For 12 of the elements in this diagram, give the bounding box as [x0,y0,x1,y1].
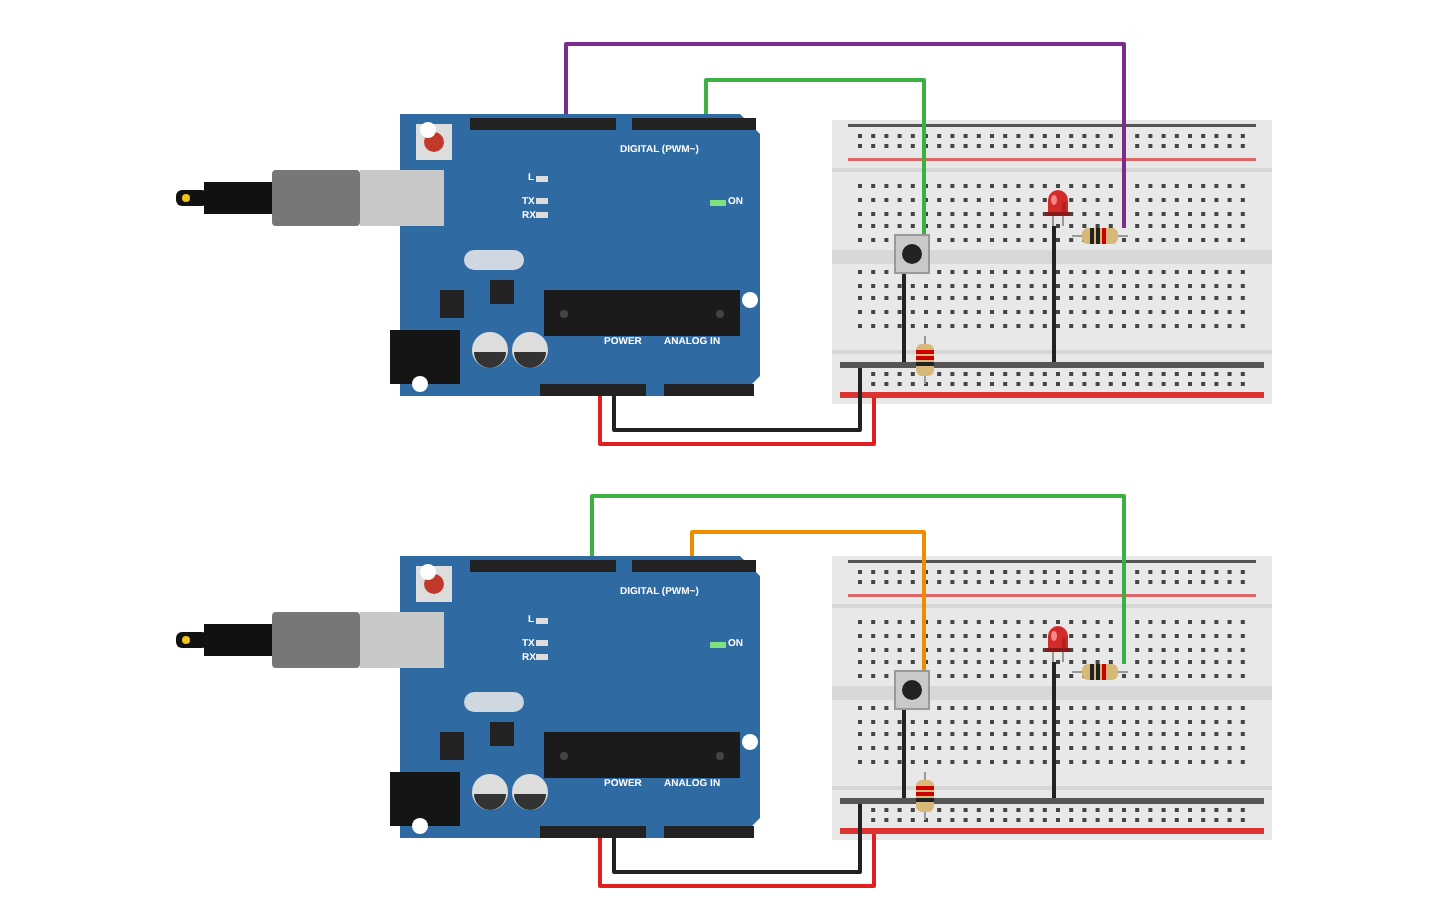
wire [704,78,926,234]
wire [902,274,906,362]
wire [564,42,1126,228]
wire [902,710,906,798]
wire [598,396,876,446]
wire [590,494,1126,664]
wire [1052,226,1056,362]
wire [612,368,862,432]
wire [690,530,926,670]
wire [1052,662,1056,798]
wire [598,834,876,888]
wire [612,804,862,874]
